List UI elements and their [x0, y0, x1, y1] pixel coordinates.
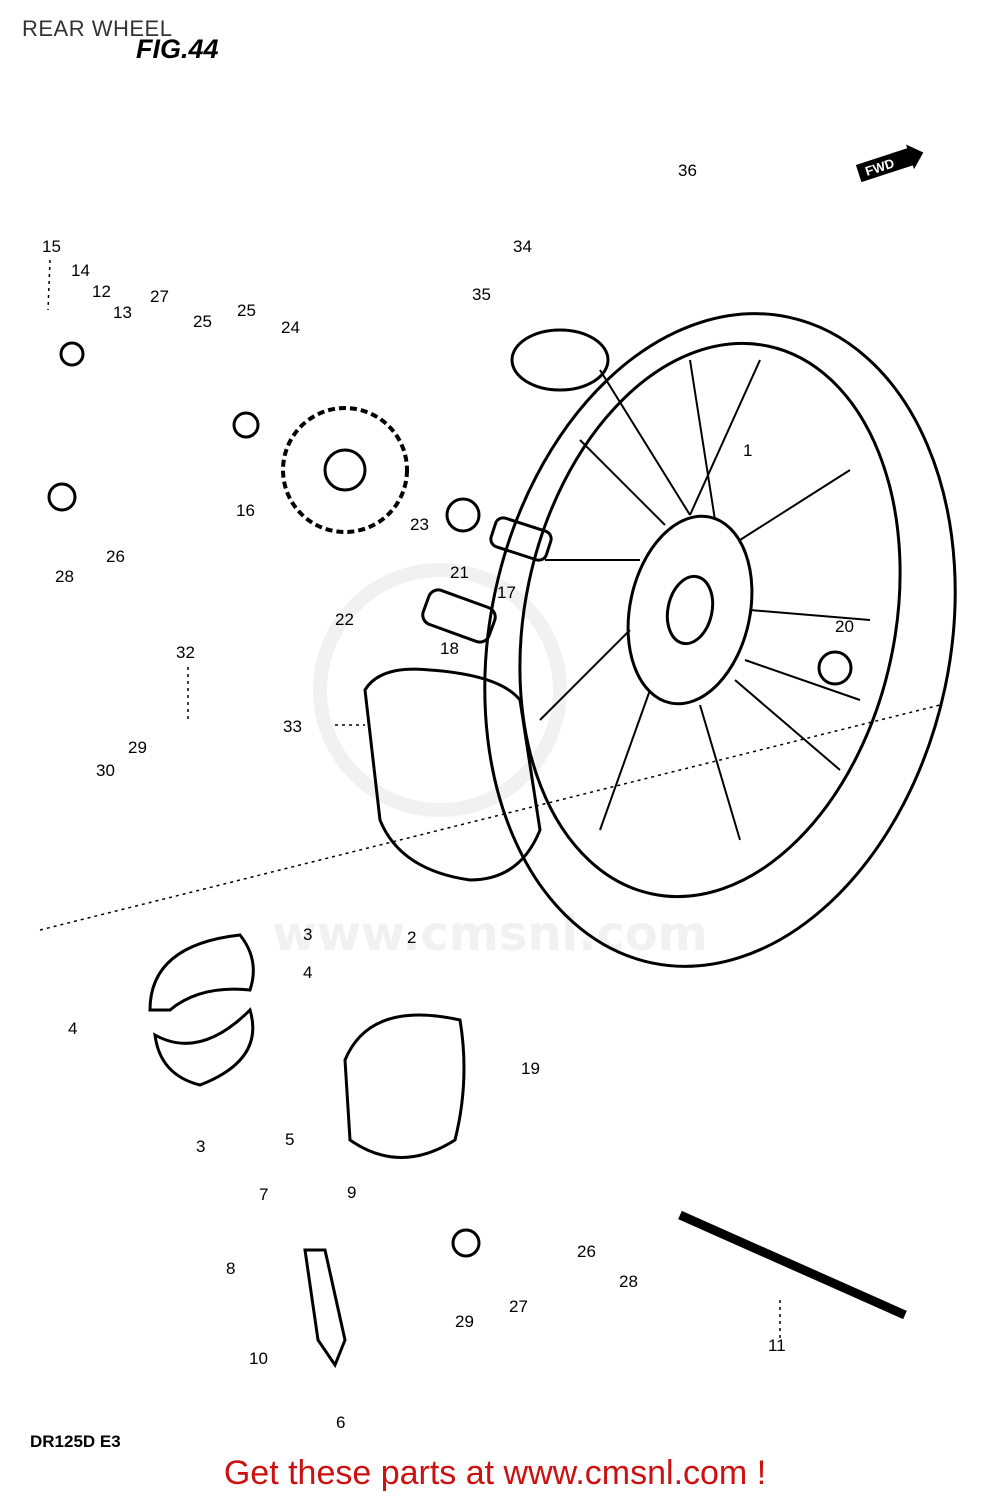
callout-6: 6 [336, 1413, 345, 1432]
hub [626, 514, 754, 706]
spacer-16 [421, 588, 497, 644]
bearing-18 [232, 411, 260, 439]
callout-16: 18 [440, 639, 459, 658]
callout-22: 23 [410, 515, 429, 534]
bearing-19 [817, 650, 853, 686]
callout-28-b: 29 [455, 1312, 474, 1331]
callout-13: 14 [71, 261, 90, 280]
rim-band [510, 328, 610, 392]
callout-19: 20 [835, 617, 854, 636]
callout-3-b: 3 [196, 1137, 205, 1156]
hub-bore [665, 574, 715, 646]
callout-27-b: 28 [619, 1272, 638, 1291]
rim [518, 341, 902, 899]
callout-12-b: 13 [113, 303, 132, 322]
spokes [539, 359, 871, 841]
callout-5: 5 [285, 1130, 294, 1149]
watermark-text: www.cmsnl.com [272, 906, 708, 962]
brake-panel [343, 1013, 466, 1159]
callout-12-a: 12 [92, 282, 111, 301]
model-code: DR125D E3 [30, 1432, 121, 1451]
watermark: www.cmsnl.com [272, 563, 708, 962]
callout-29: 33 [283, 717, 302, 736]
callout-36: 30 [96, 761, 115, 780]
rear-sprocket [281, 406, 409, 534]
callout-26-b: 27 [509, 1297, 528, 1316]
brake-shoe-lower [153, 1007, 255, 1087]
rear-axle [678, 1210, 907, 1320]
callout-26-a: 26 [106, 547, 125, 566]
callout-14: 15 [42, 237, 61, 256]
forward-direction-arrow: FWD [855, 144, 924, 183]
callout-18: 16 [236, 501, 255, 520]
callout-34: 32 [176, 643, 195, 662]
callout-31: 35 [472, 285, 491, 304]
callout-23: 24 [281, 318, 300, 337]
brake-cam-lever [303, 1248, 347, 1369]
inner-tube [363, 667, 542, 882]
callout-8: 8 [226, 1259, 235, 1278]
callout-2: 2 [407, 928, 416, 947]
callout-21: 22 [335, 610, 354, 629]
callout-25-b: 26 [577, 1242, 596, 1261]
page-title: REAR WHEEL [22, 16, 173, 41]
callout-17: 19 [521, 1059, 540, 1078]
callout-25-a: 25 [193, 312, 212, 331]
nut-28-lower [451, 1228, 481, 1258]
tyre-outer [483, 312, 957, 968]
tyre-assembly [483, 312, 957, 968]
callout-27-a: 27 [150, 287, 169, 306]
bearing-20 [445, 497, 481, 533]
callout-9: 9 [347, 1183, 356, 1202]
sprocket-center [323, 448, 367, 492]
figure-label: FIG.44 [136, 34, 219, 64]
nut-13 [59, 341, 85, 367]
callout-10: 10 [249, 1349, 268, 1368]
leader-lines [39, 259, 941, 1340]
callout-4-a: 4 [303, 963, 312, 982]
spacer-15 [489, 516, 553, 562]
callout-30: 34 [513, 237, 532, 256]
nut-28-upper [47, 482, 77, 512]
callout-24: 25 [237, 301, 256, 320]
callout-7: 7 [259, 1185, 268, 1204]
callout-28-a: 28 [55, 567, 74, 586]
callout-labels: 15 14 12 13 27 25 25 24 16 26 28 23 22 2… [42, 161, 854, 1432]
brake-shoe-upper [148, 933, 255, 1012]
callout-11: 11 [768, 1336, 786, 1355]
callout-35: 29 [128, 738, 147, 757]
cta-link[interactable]: Get these parts at www.cmsnl.com ! [223, 1454, 767, 1492]
callout-15: 17 [497, 583, 516, 602]
callout-32: 36 [678, 161, 697, 180]
callout-1: 1 [743, 441, 752, 460]
callout-3-a: 3 [303, 925, 312, 944]
callout-4-b: 4 [68, 1019, 77, 1038]
callout-20: 21 [450, 563, 469, 582]
